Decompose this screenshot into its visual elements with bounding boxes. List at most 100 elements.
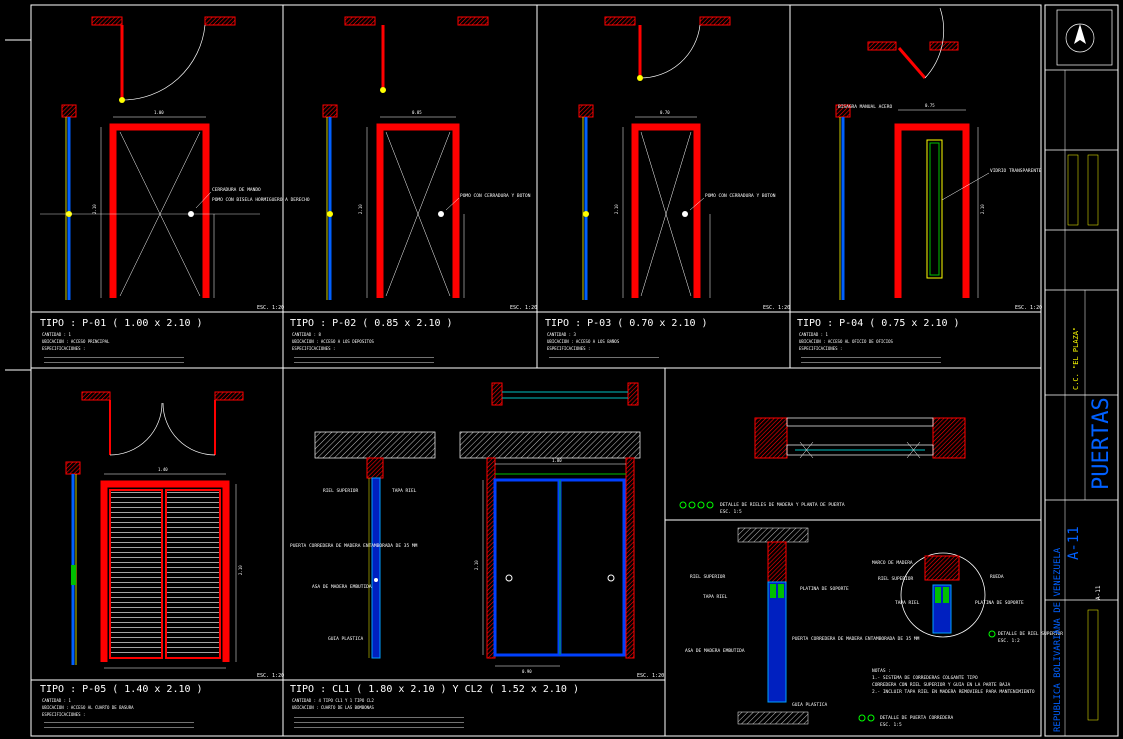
title-block: C.C. "EL PLAZA" PUERTAS A-11 REPUBLICA B… <box>1044 4 1119 737</box>
door-p03-width-dim: 0.70 <box>660 110 670 115</box>
section-detail-title: DETALLE DE PUERTA CORREDERA <box>880 715 953 721</box>
section-label-handle: ASA DE MADERA EMBUTIDA <box>685 648 745 654</box>
sliding-plan <box>491 382 639 406</box>
section-label-rail-top: RIEL SUPERIOR <box>690 574 726 580</box>
door-p02-width-dim: 0.85 <box>412 110 422 115</box>
door-p01-height-dim: 2.10 <box>92 204 97 214</box>
door-p01-scale: ESC. 1:20 <box>257 305 284 311</box>
door-p05-line-3: ESPECIFICACIONES : <box>42 712 85 717</box>
door-p04-caption: TIPO : P-04 ( 0.75 x 2.10 ) <box>797 318 960 329</box>
door-p04-plan <box>867 7 959 79</box>
door-p02-line-2: UBICACION : ACCESO A LOS DEPOSITOS <box>292 339 374 344</box>
plan-detail-scale: ESC. 1:5 <box>720 509 742 515</box>
door-p02-scale: ESC. 1:20 <box>510 305 537 311</box>
door-p01-panel: 1.00 2.10 CERRADURA DE MANDO POMO CON BI… <box>40 16 310 363</box>
plan-detail-title: DETALLE DE RIELES DE MADERA Y PLANTA DE … <box>720 502 845 508</box>
door-p05-section <box>65 461 81 665</box>
plan-detail-panel: DETALLE DE RIELES DE MADERA Y PLANTA DE … <box>679 417 966 515</box>
sliding-label-handle: ASA DE MADERA EMBUTIDA <box>312 584 372 590</box>
title-block-institution: REPUBLICA BOLIVARIANA DE VENEZUELA <box>1053 547 1063 732</box>
door-p03-scale: ESC. 1:20 <box>763 305 790 311</box>
notes-line-1: 1.- SISTEMA DE CORREDERAS COLGANTE TIPO <box>872 675 978 681</box>
sliding-label-cover: TAPA RIEL <box>392 488 417 494</box>
door-p01-caption: TIPO : P-01 ( 1.00 x 2.10 ) <box>40 318 203 329</box>
door-p04-line-3: ESPECIFICACIONES : <box>799 346 842 351</box>
door-p02-note-1: POMO CON CERRADURA Y BOTON <box>460 193 531 199</box>
door-p04-width-dim: 0.75 <box>925 103 935 108</box>
door-p02-height-dim: 2.10 <box>358 204 363 214</box>
section-label-cover: TAPA RIEL <box>703 594 728 600</box>
door-p05-caption: TIPO : P-05 ( 1.40 x 2.10 ) <box>40 684 203 695</box>
sheet-frames <box>5 4 1042 737</box>
sliding-caption: TIPO : CL1 ( 1.80 x 2.10 ) Y CL2 ( 1.52 … <box>290 684 579 695</box>
door-p01-elevation: 1.00 2.10 CERRADURA DE MANDO POMO CON BI… <box>40 110 310 298</box>
door-p02-elevation: 0.85 2.10 POMO CON CERRADURA Y BOTON <box>358 110 531 298</box>
circle-label-cover: TAPA RIEL <box>895 600 920 606</box>
door-p04-line-1: CANTIDAD : 1 <box>799 332 828 337</box>
door-p01-line-3: ESPECIFICACIONES : <box>42 346 85 351</box>
sliding-label-rail-top: RIEL SUPERIOR <box>323 488 359 494</box>
door-p05-elevation: 1.40 2.10 <box>100 467 243 669</box>
door-p01-note-2: POMO CON BISELA HORMIGUERO A DERECHO <box>212 197 310 203</box>
door-p03-elevation: 0.70 2.10 POMO CON CERRADURA Y BOTON <box>614 110 776 298</box>
title-block-drawing-title: PUERTAS <box>1089 397 1114 490</box>
door-p02-section <box>322 104 338 300</box>
sliding-label-guide: GUIA PLASTICA <box>328 636 364 642</box>
door-p05-panel: 1.40 2.10 ESC. 1:20 TIPO : P-05 ( 1.40 x… <box>40 391 284 731</box>
door-p01-plan <box>91 16 236 103</box>
door-p05-line-2: UBICACION : ACCESO AL CUARTO DE BASURA <box>42 705 134 710</box>
circle-detail-scale: ESC. 1:2 <box>998 638 1020 644</box>
title-block-sheet-ref: A-11 <box>1095 585 1102 600</box>
door-p04-height-dim: 2.10 <box>980 204 985 214</box>
door-p02-line-3: ESPECIFICACIONES : <box>292 346 335 351</box>
sliding-elevation: 1.80 2.10 0.90 <box>459 431 641 674</box>
section-label-leaf: PUERTA CORREDERA DE MADERA ENTAMBORADA D… <box>792 636 920 642</box>
door-p05-line-1: CANTIDAD : 1 <box>42 698 71 703</box>
sliding-dim-leaf: 0.90 <box>522 669 532 674</box>
door-p01-line-1: CANTIDAD : 1 <box>42 332 71 337</box>
section-detail-scale: ESC. 1:5 <box>880 722 902 728</box>
door-p01-width-dim: 1.00 <box>154 110 164 115</box>
sliding-scale: ESC. 1:20 <box>637 673 664 679</box>
door-p04-panel: 0.75 2.10 BISAGRA MANUAL ACERO VIDRIO TR… <box>797 7 1042 363</box>
door-p04-note-2: VIDRIO TRANSPARENTE <box>990 168 1042 174</box>
circle-label-wood-frame: MARCO DE MADERA <box>872 560 913 566</box>
sliding-dim-height: 2.10 <box>474 560 479 570</box>
sliding-section: RIEL SUPERIOR TAPA RIEL PUERTA CORREDERA… <box>290 431 436 659</box>
sliding-line-2: UBICACION : CUARTO DE LAS BOMBONAS <box>292 705 374 710</box>
section-label-plate: PLATINA DE SOPORTE <box>800 586 849 592</box>
door-p03-section <box>578 104 594 300</box>
circle-label-plate: PLATINA DE SOPORTE <box>975 600 1024 606</box>
sliding-line-1: CANTIDAD : 4 TIPO CL1 Y 1 TIPO CL2 <box>292 698 374 703</box>
door-p03-line-2: UBICACION : ACCESO A LOS BAÑOS <box>547 339 620 344</box>
door-p03-note-1: POMO CON CERRADURA Y BOTON <box>705 193 776 199</box>
door-p04-section <box>835 104 851 300</box>
door-p03-height-dim: 2.10 <box>614 204 619 214</box>
north-arrow-icon <box>1074 24 1086 44</box>
door-p03-caption: TIPO : P-03 ( 0.70 x 2.10 ) <box>545 318 708 329</box>
door-p04-line-2: UBICACION : ACCESO AL OFICIO DE OFICIOS <box>799 339 894 344</box>
door-p02-plan <box>344 16 489 93</box>
door-p03-panel: 0.70 2.10 POMO CON CERRADURA Y BOTON ESC… <box>545 16 790 361</box>
door-p04-elevation: 0.75 2.10 BISAGRA MANUAL ACERO VIDRIO TR… <box>838 103 1042 298</box>
door-p02-panel: 0.85 2.10 POMO CON CERRADURA Y BOTON ESC… <box>290 16 537 363</box>
notes-line-2: CORREDERA CON RIEL SUPERIOR Y GUIA EN LA… <box>872 682 1010 688</box>
door-p02-line-1: CANTIDAD : 8 <box>292 332 321 337</box>
door-p05-plan <box>81 391 244 456</box>
door-p01-line-2: UBICACION : ACCESO PRINCIPAL <box>42 339 110 344</box>
door-p03-plan <box>604 16 731 81</box>
circle-label-rail-top: RIEL SUPERIOR <box>878 576 914 582</box>
door-p01-section <box>61 104 77 300</box>
door-p05-width-dim: 1.40 <box>158 467 168 472</box>
door-p02-caption: TIPO : P-02 ( 0.85 x 2.10 ) <box>290 318 453 329</box>
section-detail-panel: RIEL SUPERIOR PLATINA DE SOPORTE TAPA RI… <box>685 527 1063 728</box>
title-block-project: C.C. "EL PLAZA" <box>1072 327 1080 390</box>
door-p04-note-1: BISAGRA MANUAL ACERO <box>838 104 892 110</box>
door-p04-scale: ESC. 1:20 <box>1015 305 1042 311</box>
notes-line-3: 2.- INCLUIR TAPA RIEL EN MADERA REMOVIBL… <box>872 689 1035 695</box>
sliding-door-panel: RIEL SUPERIOR TAPA RIEL PUERTA CORREDERA… <box>290 382 664 729</box>
door-p05-scale: ESC. 1:20 <box>257 673 284 679</box>
section-label-guide: GUIA PLASTICA <box>792 702 828 708</box>
title-block-plate-number: A-11 <box>1066 526 1082 560</box>
